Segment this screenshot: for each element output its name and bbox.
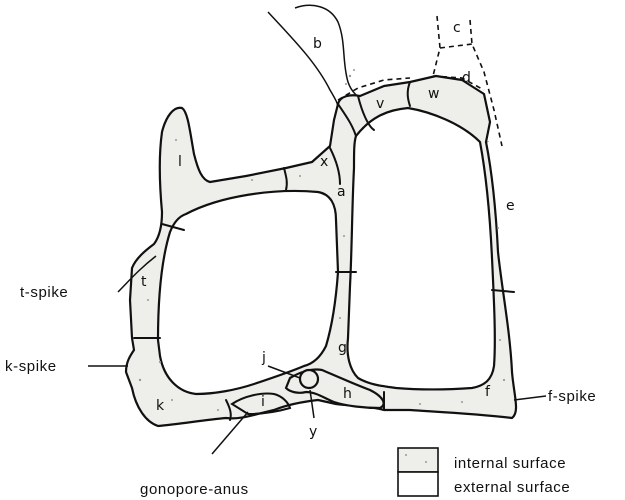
left-window xyxy=(158,191,338,394)
k-spike-label: k-spike xyxy=(5,358,57,375)
label-plate-v: v xyxy=(376,96,384,112)
plate-b-outline-left xyxy=(268,12,338,108)
legend-swatch-internal xyxy=(398,448,438,472)
label-plate-h: h xyxy=(343,386,352,402)
f-spike-label: f-spike xyxy=(548,388,596,405)
label-plate-x: x xyxy=(320,154,328,170)
label-plate-l: l xyxy=(178,154,182,170)
legend-internal-label: internal surface xyxy=(454,455,566,472)
legend-swatch-external xyxy=(398,472,438,496)
label-plate-t: t xyxy=(141,274,147,290)
label-plate-y: y xyxy=(309,424,317,440)
right-window xyxy=(347,108,494,390)
f-spike-leader xyxy=(514,396,546,400)
label-plate-e: e xyxy=(506,198,515,214)
label-plate-w: w xyxy=(428,86,439,102)
gonopore-label: gonopore-anus xyxy=(140,481,249,498)
t-spike-label: t-spike xyxy=(20,284,68,301)
label-plate-b: b xyxy=(313,36,322,52)
label-plate-j: j xyxy=(261,350,266,366)
label-plate-k: k xyxy=(156,398,165,414)
label-plate-c: c xyxy=(453,20,461,36)
legend-external-label: external surface xyxy=(454,479,570,496)
label-plate-i: i xyxy=(261,394,265,410)
label-plate-a: a xyxy=(337,184,346,200)
plate-y-boss xyxy=(300,370,318,388)
label-plate-g: g xyxy=(338,340,347,356)
label-plate-d: d xyxy=(462,70,471,86)
